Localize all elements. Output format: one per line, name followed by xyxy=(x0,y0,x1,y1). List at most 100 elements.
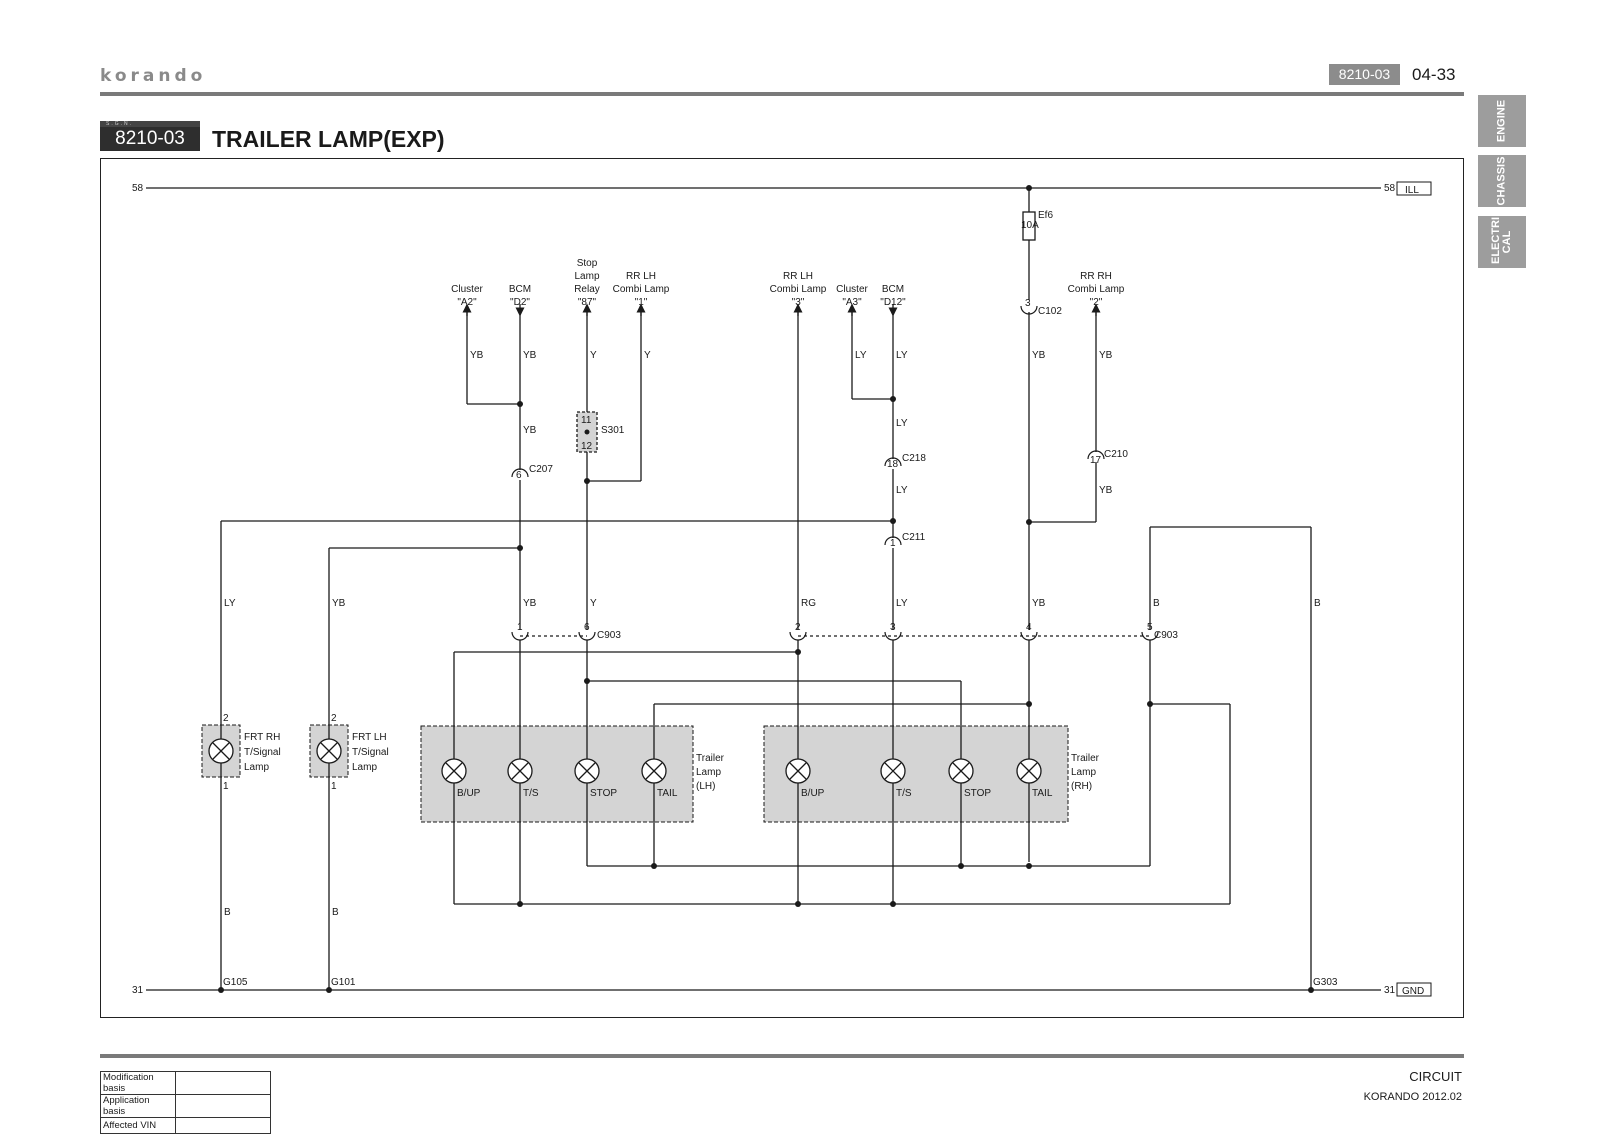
dest-rr-rh-combi-2-name: RR RH xyxy=(1080,271,1112,282)
wire-label: RG xyxy=(801,598,816,609)
modification-table: Modification basis Application basis Aff… xyxy=(100,1071,271,1134)
trailer-rh-name-1: Trailer xyxy=(1071,753,1100,764)
brand-logo: korando xyxy=(100,66,207,86)
dest-bcm-d12-pin: "D12" xyxy=(880,297,906,308)
wire-label: YB xyxy=(470,350,484,361)
wire-label: YB xyxy=(1032,350,1046,361)
affected-vin-label: Affected VIN xyxy=(100,1117,176,1134)
bulb-lh-bup xyxy=(441,758,467,784)
bulb-rh-bup xyxy=(785,758,811,784)
ground-g105: G105 xyxy=(223,977,248,988)
frt-lh-pin-bottom: 1 xyxy=(331,781,337,792)
c903-pin: 5 xyxy=(1147,622,1153,633)
rh-bulb-label: STOP xyxy=(964,788,991,799)
dest-rr-lh-combi-3-pin: "3" xyxy=(792,297,805,308)
footer-section: CIRCUIT xyxy=(1409,1069,1462,1084)
wire-label: YB xyxy=(1099,485,1113,496)
rail-31-left-label: 31 xyxy=(132,985,144,996)
dest-bcm-d2-name: BCM xyxy=(509,284,531,295)
s301-pin: 11 xyxy=(581,415,592,426)
affected-vin-value xyxy=(175,1117,271,1134)
wire-label: LY xyxy=(224,598,236,609)
sgn-strip: S.G.N. xyxy=(100,121,200,127)
footer-model: KORANDO 2012.02 xyxy=(1363,1091,1462,1103)
c210-pin: 17 xyxy=(1090,455,1102,466)
bulb-lh-tail xyxy=(641,758,667,784)
dest-stop-relay-3: Relay xyxy=(574,284,600,295)
page-number: 04-33 xyxy=(1412,65,1456,84)
wire-label: LY xyxy=(855,350,867,361)
lh-bulb-label: STOP xyxy=(590,788,617,799)
header-rule xyxy=(100,92,1464,96)
wire-label: LY xyxy=(896,598,908,609)
ground-g101: G101 xyxy=(331,977,356,988)
c903-label-left: C903 xyxy=(597,630,621,641)
wire-label: YB xyxy=(1099,350,1113,361)
dest-rr-rh-combi-2-pin: "2" xyxy=(1090,297,1103,308)
c903-pin: 6 xyxy=(584,622,590,633)
trailer-lh-name-2: Lamp xyxy=(696,767,721,778)
bulb-frt-lh xyxy=(316,738,342,764)
wire-label: LY xyxy=(896,485,908,496)
fuse-name: Ef6 xyxy=(1038,210,1053,221)
bulb-rh-ts xyxy=(880,758,906,784)
footer-rule xyxy=(100,1054,1464,1058)
dest-bcm-d2-pin: "D2" xyxy=(510,297,530,308)
frt-rh-pin-bottom: 1 xyxy=(223,781,229,792)
c207-pin: 6 xyxy=(516,470,522,481)
tab-electrical[interactable]: ELECTRI CAL xyxy=(1478,216,1526,268)
tab-chassis[interactable]: CHASSIS xyxy=(1478,155,1526,207)
frt-rh-pin-top: 2 xyxy=(223,713,229,724)
trailer-lh-name-3: (LH) xyxy=(696,781,715,792)
bulb-lh-ts xyxy=(507,758,533,784)
c211-label: C211 xyxy=(902,532,926,543)
wire-label: Y xyxy=(590,350,597,361)
dest-bcm-d12-name: BCM xyxy=(882,284,904,295)
bulb-lh-stop xyxy=(574,758,600,784)
tab-engine[interactable]: ENGINE xyxy=(1478,95,1526,147)
lh-bulb-label: TAIL xyxy=(657,788,678,799)
connector-c102 xyxy=(1020,305,1038,315)
dest-rr-lh-combi-1-pin: "1" xyxy=(635,297,648,308)
dest-cluster-a3-name: Cluster xyxy=(836,284,868,295)
dest-cluster-a2-pin: "A2" xyxy=(457,297,477,308)
rail-58-left-label: 58 xyxy=(132,183,144,194)
modification-basis-value xyxy=(175,1071,271,1095)
c903-pin: 1 xyxy=(517,622,523,633)
c211-pin: 1 xyxy=(890,538,896,549)
dest-stop-relay-pin: "87" xyxy=(578,297,597,308)
dest-rr-lh-combi-3-name2: Combi Lamp xyxy=(770,284,827,295)
s301-pin: 12 xyxy=(581,441,593,452)
bulb-rh-tail xyxy=(1016,758,1042,784)
dest-cluster-a2-name: Cluster xyxy=(451,284,483,295)
lh-bulb-label: B/UP xyxy=(457,788,481,799)
connector-c211 xyxy=(884,536,902,546)
dest-rr-rh-combi-2-name2: Combi Lamp xyxy=(1068,284,1125,295)
section-code-badge: 8210-03 xyxy=(1329,64,1400,85)
wire-label: YB xyxy=(523,350,537,361)
wire-label: YB xyxy=(332,598,346,609)
title-code-badge: 8210-03 xyxy=(100,127,200,151)
application-basis-value xyxy=(175,1094,271,1118)
c218-label: C218 xyxy=(902,453,926,464)
gnd-box-label: GND xyxy=(1402,986,1424,997)
c210-label: C210 xyxy=(1104,449,1128,460)
connector-c210 xyxy=(1087,450,1105,460)
wire-label: B xyxy=(332,907,339,918)
c207-label: C207 xyxy=(529,464,553,475)
wire-label: Y xyxy=(590,598,597,609)
dest-rr-lh-combi-1-name2: Combi Lamp xyxy=(613,284,670,295)
dest-stop-relay-1: Stop xyxy=(577,258,598,269)
c102-pin: 3 xyxy=(1025,298,1031,309)
dest-rr-lh-combi-3-name: RR LH xyxy=(783,271,813,282)
ground-g303: G303 xyxy=(1313,977,1338,988)
trailer-lh-name-1: Trailer xyxy=(696,753,725,764)
frt-lh-label-1: FRT LH xyxy=(352,732,387,743)
ill-box-label: ILL xyxy=(1405,185,1419,196)
frt-lh-label-3: Lamp xyxy=(352,762,377,773)
s301-label: S301 xyxy=(601,425,625,436)
c903-label-right: C903 xyxy=(1154,630,1178,641)
frt-lh-pin-top: 2 xyxy=(331,713,337,724)
frt-rh-label-2: T/Signal xyxy=(244,747,281,758)
wire-label: B xyxy=(224,907,231,918)
